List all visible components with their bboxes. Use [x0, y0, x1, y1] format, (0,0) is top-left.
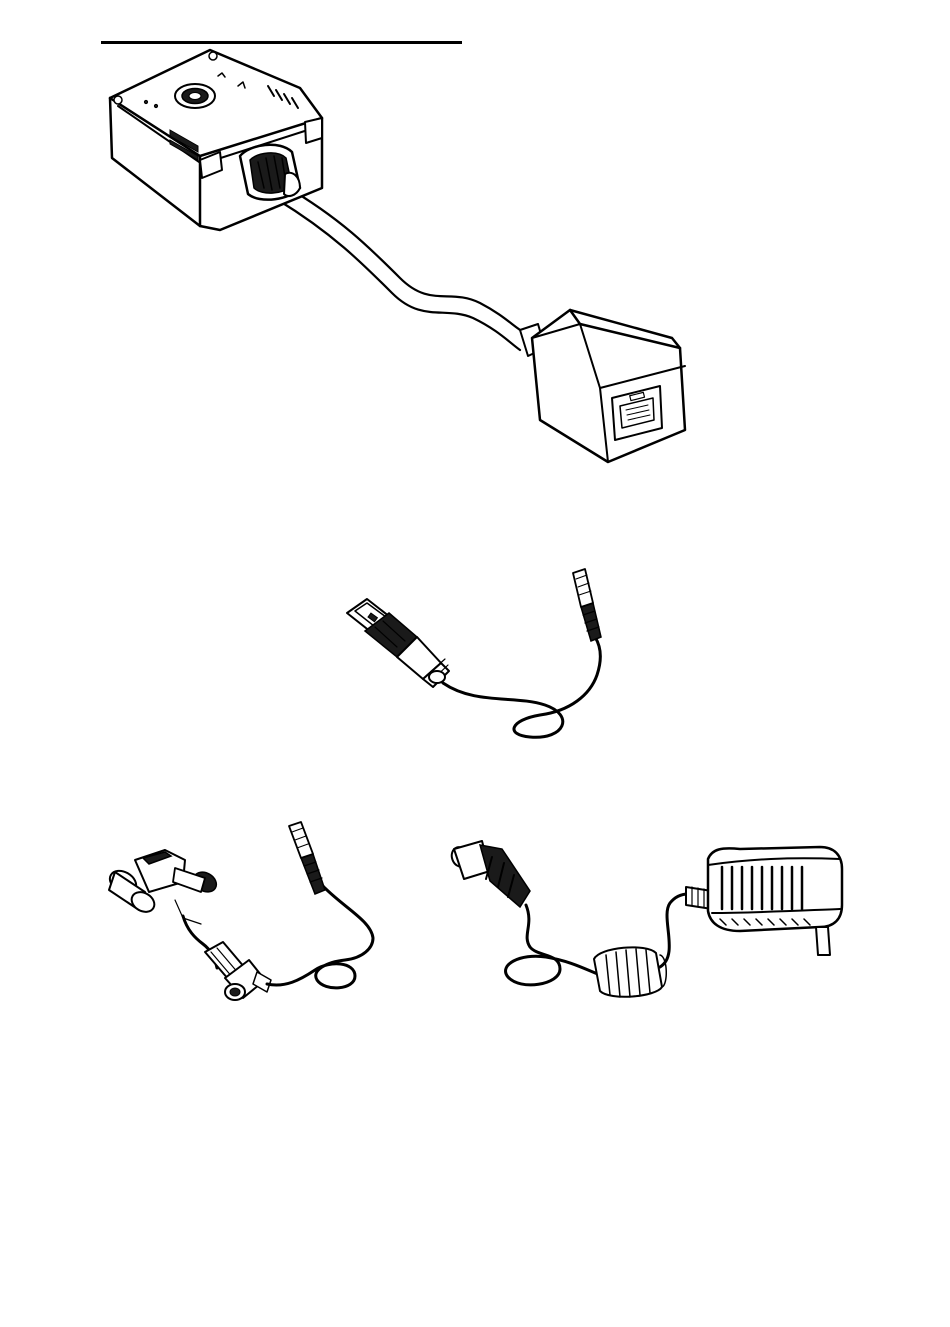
rs232-cable-figure — [105, 820, 385, 1005]
power-adapter-drawing — [450, 835, 845, 1010]
scanner-module-figure — [100, 48, 700, 478]
usb-cable-drawing — [345, 565, 615, 745]
power-adapter-figure — [450, 835, 845, 1010]
rs232-cable-drawing — [105, 820, 385, 1005]
header-rule — [101, 41, 462, 44]
scanner-module-drawing — [100, 48, 700, 478]
usb-cable-figure — [345, 565, 615, 745]
